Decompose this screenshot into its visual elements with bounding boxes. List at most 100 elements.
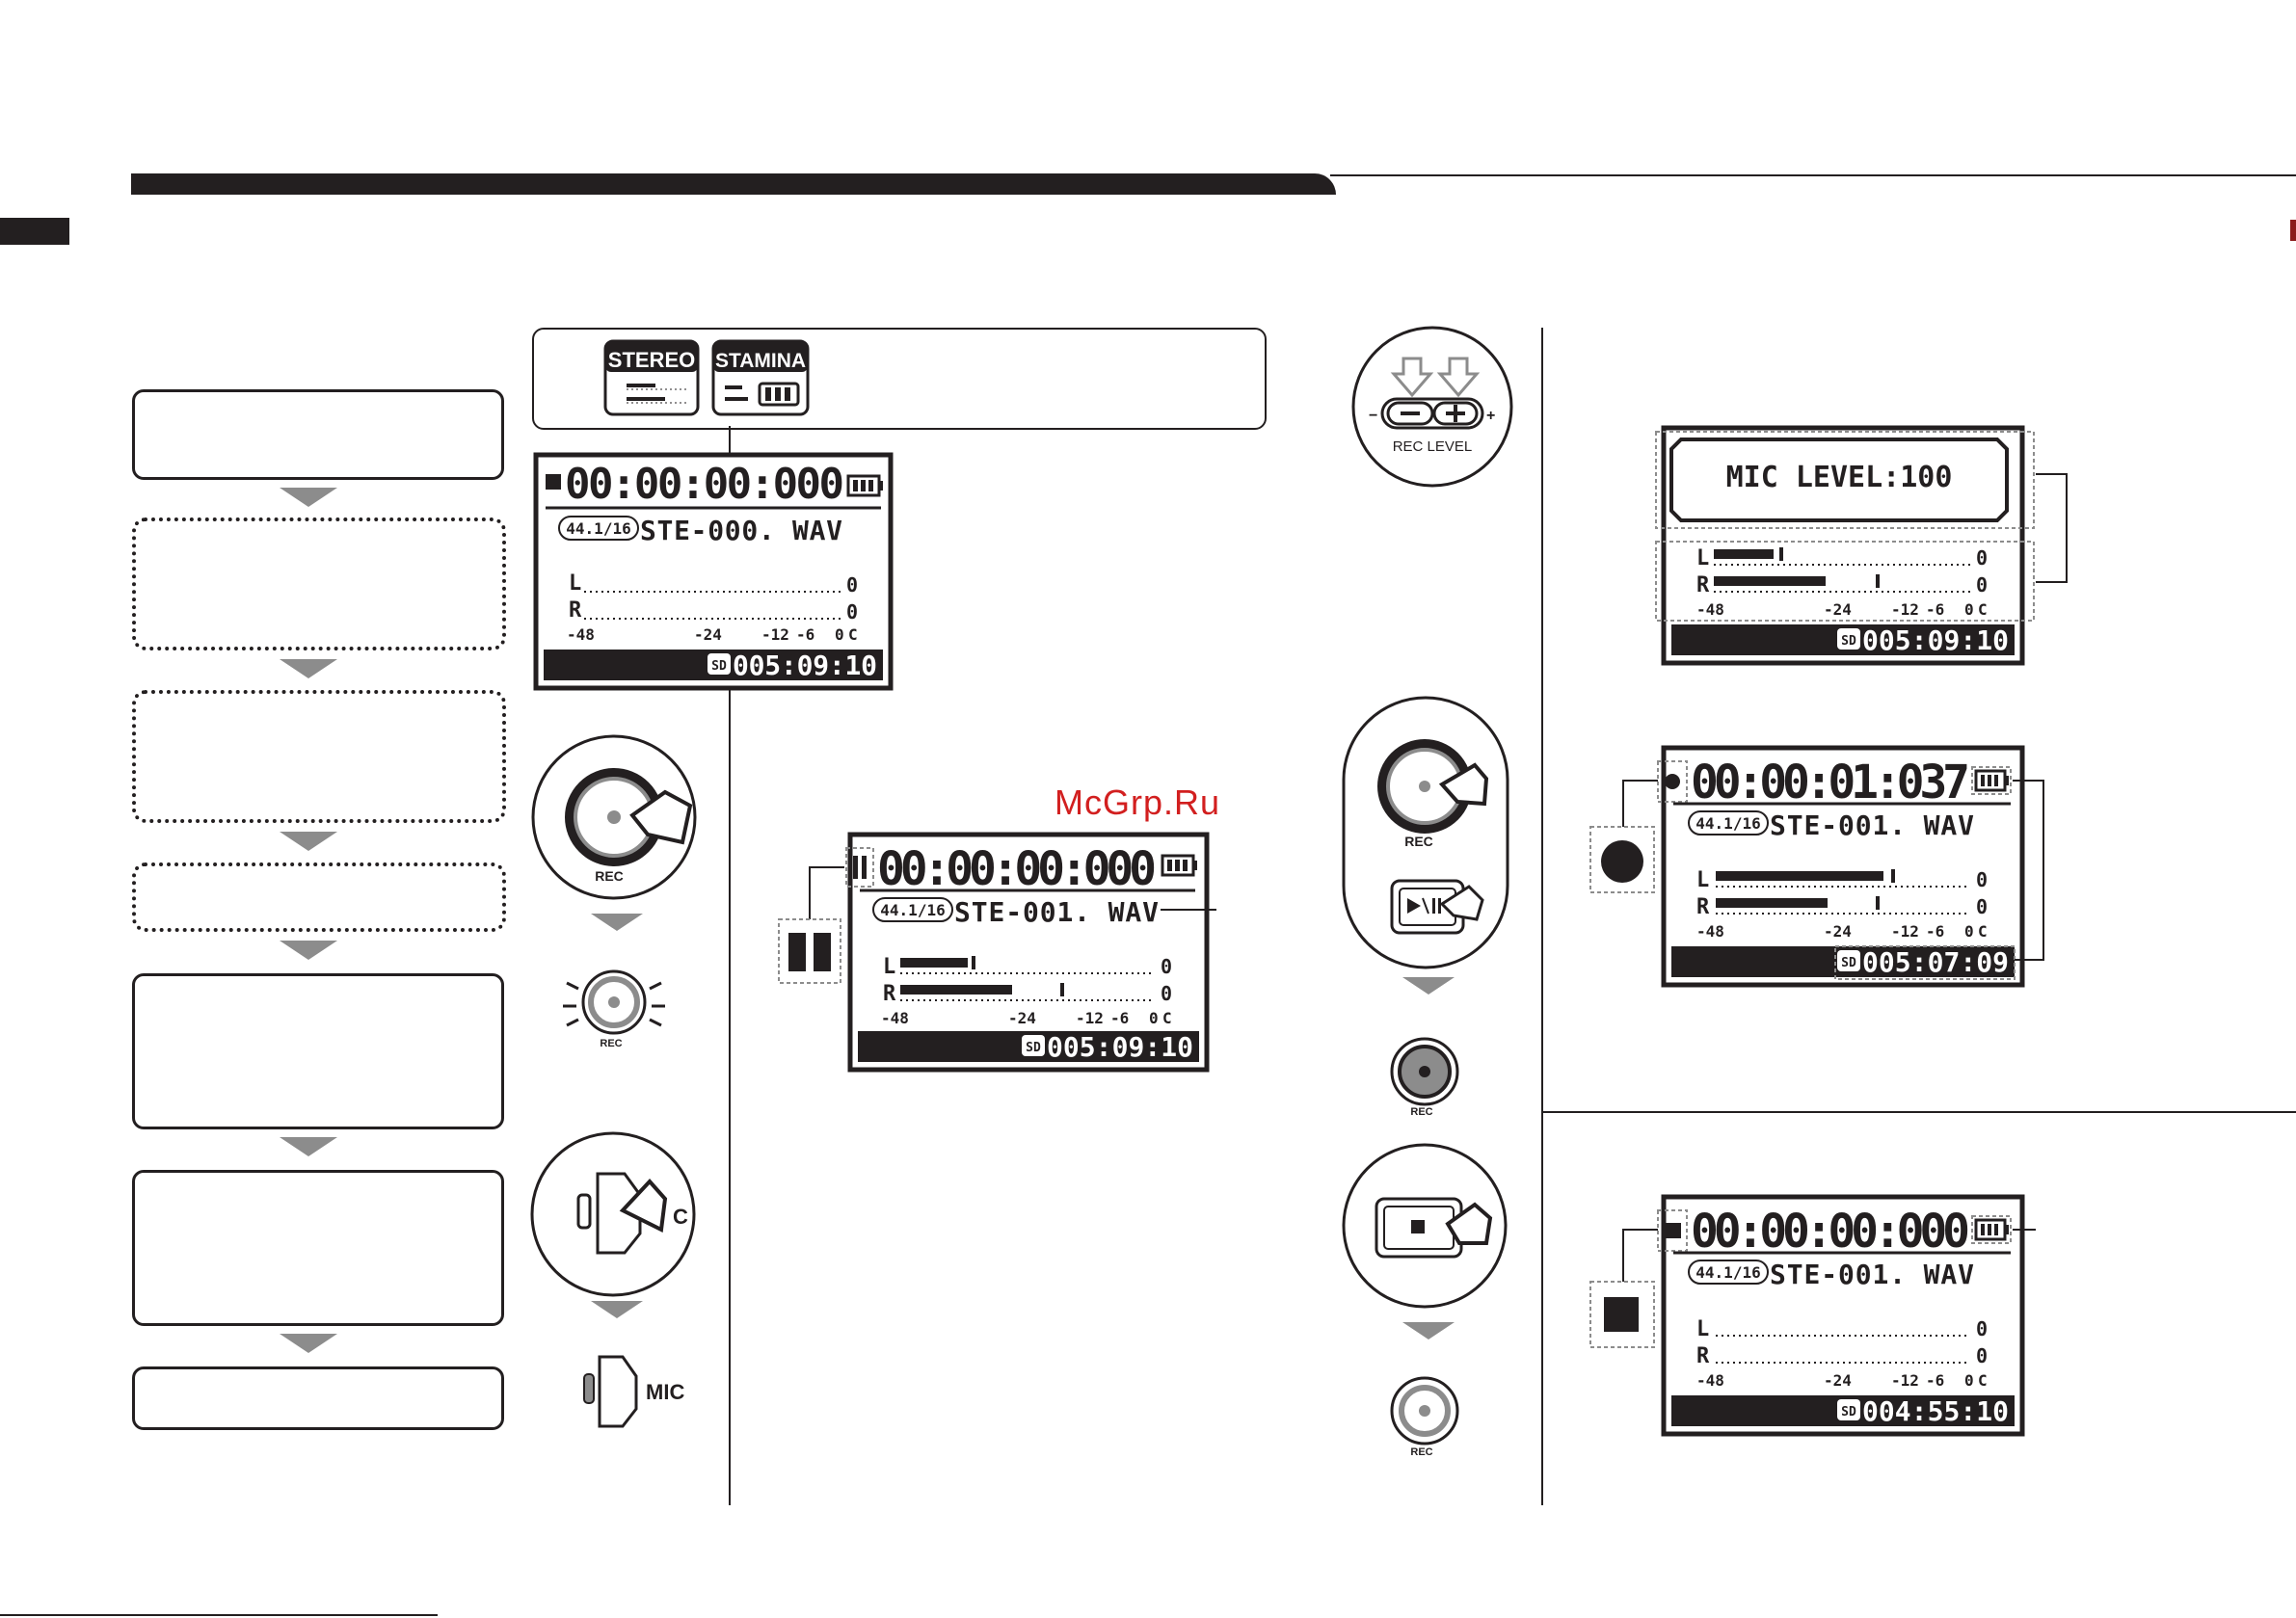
scale-24: -24 bbox=[1824, 600, 1852, 619]
recording-bracket bbox=[2013, 780, 2044, 961]
flow-step-6 bbox=[132, 1170, 504, 1326]
meter-l-peak: 0 bbox=[1976, 868, 1988, 891]
stereo-mode-icon: STEREO bbox=[603, 339, 700, 416]
edge-mark bbox=[2290, 220, 2296, 241]
rec-led-off-icon: REC bbox=[1390, 1376, 1459, 1458]
mic-label: MIC bbox=[646, 1380, 684, 1404]
meter-r-label: R bbox=[569, 598, 582, 623]
record-indicator bbox=[1665, 774, 1680, 789]
stop-icon bbox=[1411, 1220, 1425, 1233]
meter-l-peak: 0 bbox=[846, 573, 858, 597]
header-bar bbox=[131, 173, 1336, 195]
lcd-filename: STE-001. WAV bbox=[954, 896, 1159, 928]
rec-led-label: REC bbox=[1410, 1106, 1432, 1118]
rec-led-label: REC bbox=[600, 1038, 622, 1049]
lcd-standby: 00:00:00:000 44.1/16 STE-000. WAV L 0 R … bbox=[533, 452, 894, 691]
meter-l-label: L bbox=[1696, 1317, 1709, 1341]
press-arrow-icon bbox=[1445, 1202, 1493, 1245]
rec-level-label: REC LEVEL bbox=[1393, 438, 1473, 455]
mic-switch-press[interactable]: C bbox=[530, 1131, 696, 1297]
scale-0: 0 bbox=[1149, 1009, 1159, 1027]
flow-step-5 bbox=[132, 973, 504, 1129]
scale-48: -48 bbox=[567, 625, 595, 644]
scale-0: 0 bbox=[1964, 1371, 1974, 1390]
rec-level-buttons[interactable]: − + REC LEVEL bbox=[1351, 326, 1513, 488]
lcd-remaining: 005:07:09 bbox=[1862, 946, 2009, 978]
scale-12: -12 bbox=[1891, 922, 1919, 941]
meter-r-label: R bbox=[1696, 1344, 1710, 1368]
rec-button-press[interactable]: REC bbox=[531, 734, 697, 900]
scale-6: -6 bbox=[796, 625, 814, 644]
lcd-format: 44.1/16 bbox=[1695, 814, 1760, 833]
stop-indicator bbox=[1666, 1223, 1681, 1238]
watermark: McGrp.Ru bbox=[1055, 782, 1221, 822]
meter-l-label: L bbox=[1696, 546, 1709, 570]
record-callout bbox=[1589, 780, 1658, 893]
lcd-remaining: 004:55:10 bbox=[1862, 1395, 2009, 1427]
sd-icon: SD bbox=[1841, 1405, 1856, 1419]
meter-r-label: R bbox=[883, 982, 896, 1006]
lcd-filename: STE-001. WAV bbox=[1770, 809, 1974, 841]
lcd-format: 44.1/16 bbox=[880, 901, 945, 919]
meter-r-peak: 0 bbox=[846, 600, 858, 623]
press-arrow-icon bbox=[629, 789, 693, 845]
battery-icon bbox=[1974, 769, 2009, 792]
meter-r-label: R bbox=[1696, 573, 1710, 597]
meter-r-peak: 0 bbox=[1976, 895, 1988, 918]
press-arrow-icon bbox=[619, 1179, 668, 1233]
stamina-label: STAMINA bbox=[715, 350, 806, 372]
lcd-mic-level: MIC LEVEL:100 L 0 R 0 -48 -24 -12 -6 0 C… bbox=[1655, 425, 2035, 666]
meter-l-peak: 0 bbox=[1976, 1317, 1988, 1340]
flow-step-7 bbox=[132, 1366, 504, 1430]
press-arrow-icon bbox=[1438, 762, 1489, 807]
scale-6: -6 bbox=[1926, 1371, 1944, 1390]
rec-label: REC bbox=[595, 868, 624, 884]
plus-label: + bbox=[1486, 408, 1495, 424]
lcd-filename: STE-000. WAV bbox=[640, 515, 842, 546]
scale-c: C bbox=[1162, 1009, 1172, 1027]
scale-c: C bbox=[1978, 1371, 1988, 1390]
scale-48: -48 bbox=[881, 1009, 909, 1027]
battery-icon bbox=[846, 474, 883, 497]
pause-icon bbox=[788, 933, 831, 971]
lcd-pause: 00:00:00:000 44.1/16 STE-001. WAV L 0 R … bbox=[845, 832, 1210, 1073]
press-arrow-icon bbox=[1439, 885, 1484, 921]
scale-6: -6 bbox=[1926, 600, 1944, 619]
record-dot-icon bbox=[1601, 840, 1643, 883]
lcd-counter: 00:00:00:000 bbox=[565, 460, 844, 509]
scale-24: -24 bbox=[694, 625, 722, 644]
meter-r-peak: 0 bbox=[1976, 1344, 1988, 1367]
meter-l-label: L bbox=[1696, 868, 1709, 892]
mic-c-label: C bbox=[673, 1205, 688, 1229]
stamina-mode-icon: STAMINA bbox=[711, 339, 810, 416]
scale-0: 0 bbox=[1964, 922, 1974, 941]
lcd-counter: 00:00:01:037 bbox=[1691, 756, 1970, 809]
lcd-remaining: 005:09:10 bbox=[733, 650, 877, 681]
press-arrow-icon bbox=[1436, 357, 1481, 398]
stop-callout bbox=[1589, 1229, 1658, 1348]
lcd-recording: 00:00:01:037 44.1/16 STE-001. WAV L 0 R … bbox=[1657, 745, 2025, 988]
scale-12: -12 bbox=[761, 625, 789, 644]
rec-led-label: REC bbox=[1410, 1446, 1432, 1458]
press-arrow-icon bbox=[1390, 357, 1434, 398]
flow-step-2 bbox=[132, 517, 506, 650]
lcd-stopped: 00:00:00:000 44.1/16 STE-001. WAV L 0 R … bbox=[1657, 1194, 2025, 1437]
rec-play-pause-group[interactable]: REC bbox=[1342, 696, 1509, 969]
scale-12: -12 bbox=[1891, 1371, 1919, 1390]
mic-switch-icon: MIC bbox=[583, 1355, 684, 1428]
lcd-counter: 00:00:00:000 bbox=[1691, 1205, 1970, 1259]
scale-48: -48 bbox=[1696, 922, 1724, 941]
meter-l-peak: 0 bbox=[1161, 955, 1172, 978]
stereo-label: STEREO bbox=[608, 348, 695, 372]
stop-indicator bbox=[546, 474, 561, 490]
sd-icon: SD bbox=[1841, 634, 1856, 649]
mic-level-bracket bbox=[2036, 473, 2068, 583]
meter-l-label: L bbox=[569, 571, 581, 596]
minus-label: − bbox=[1369, 408, 1377, 424]
scale-24: -24 bbox=[1824, 922, 1852, 941]
stop-button-press[interactable] bbox=[1342, 1143, 1508, 1309]
scale-6: -6 bbox=[1110, 1009, 1129, 1027]
rec-led-blink-icon: REC bbox=[563, 969, 665, 1049]
scale-c: C bbox=[1978, 922, 1988, 941]
pause-callout bbox=[778, 866, 844, 984]
